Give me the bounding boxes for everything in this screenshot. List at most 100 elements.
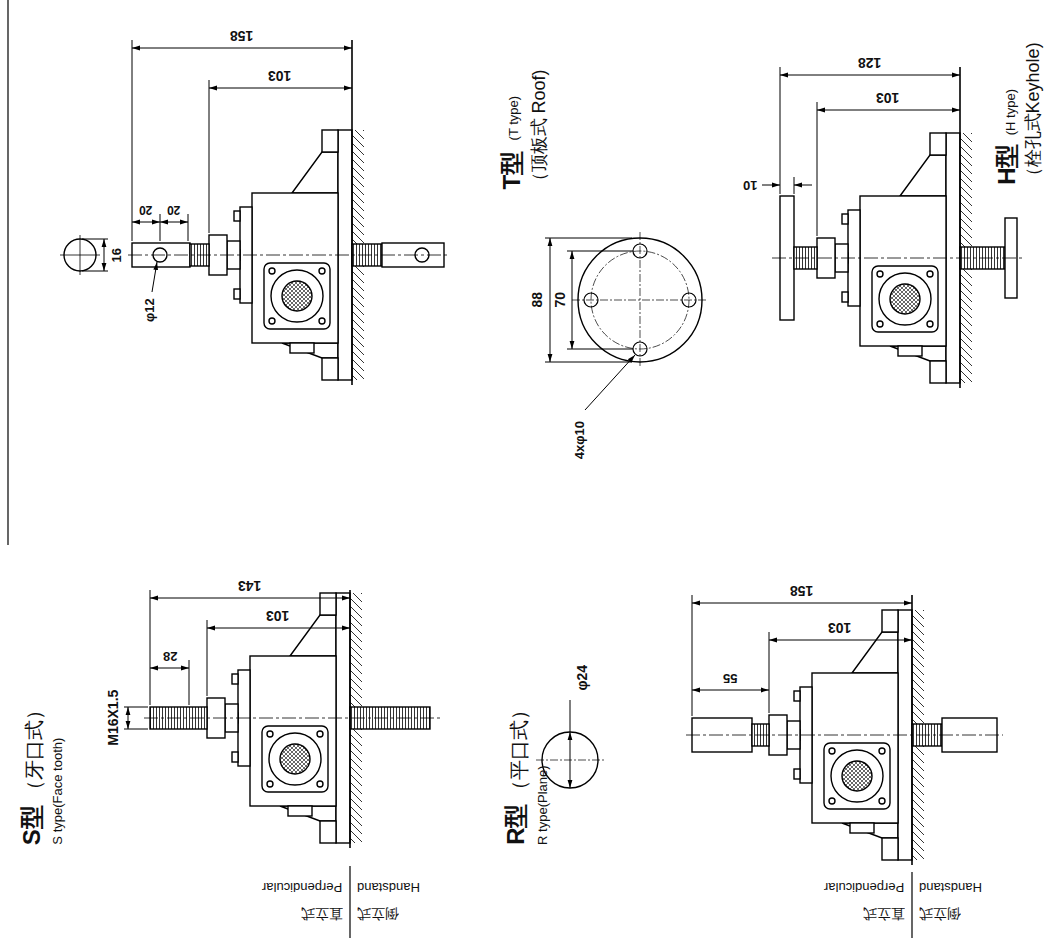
dimension-line [570,700,571,732]
extension-line [189,660,190,705]
dimension-text: 10 [743,178,757,192]
extension-line [82,239,108,240]
extension-line [160,214,161,241]
type-title: R型 [504,804,530,845]
dimension-text: 28 [163,649,177,663]
dimension-text: 103 [876,90,899,105]
type-title: H型 [995,144,1021,185]
dimension-line [550,238,551,362]
dimension-text: 20 [139,203,152,216]
center-line [640,232,641,368]
extension-line [769,632,770,713]
center-line [772,258,1023,259]
extension-line [82,271,108,272]
dimensions [124,590,350,938]
mount-surface [351,40,353,385]
dimension-text: 103 [828,620,851,635]
type-english: (T type) [507,95,521,140]
type-subtitle: （牙口式） [23,700,45,800]
dimension-text: 88 [530,292,545,308]
mount-divider [349,866,350,938]
leader-line [585,355,635,410]
dimension-line [209,88,352,89]
mount-label: Perpendicular [824,880,904,894]
dimension-text: 16 [110,248,124,262]
extension-line [692,595,693,716]
extension-line [817,102,818,236]
type-english: R type(Plane) [536,766,550,845]
dimension-line [692,603,912,604]
dimension-text: 158 [230,28,253,43]
type-subtitle: （平口式） [508,700,530,800]
type-english: S type(Face tooth) [51,738,65,845]
dimension-line [762,185,780,186]
mount-label: 倒立式 [357,906,399,921]
mount-surface [911,595,913,865]
dimensions [60,40,352,385]
dimension-line [780,75,960,76]
dimension-text: 20 [167,203,180,216]
thread-spec: M16X1.5 [106,690,121,746]
dimension-line [132,222,160,223]
dimension-line [150,598,350,599]
screw-jack [772,133,1023,383]
mount-label: 直立式 [863,906,905,921]
hole-spec: 4xφ10 [573,421,587,459]
extension-line [132,40,133,241]
type-subtitle: （顶板式 Roof) [530,69,550,190]
extension-line [150,590,151,705]
dimension-line [692,690,769,691]
dimension-line [769,640,912,641]
extension-line [209,80,210,233]
diameter-text: φ24 [575,665,590,691]
center-line [686,735,1003,736]
dimension-line [160,222,188,223]
dimension-line [150,668,189,669]
leader-line [152,262,157,292]
dimension-line [132,48,352,49]
bolt-hole [682,293,696,307]
cross-line [80,235,81,275]
mount-label: Perpendicular [262,880,342,894]
dimensions [536,595,912,938]
dimension-line [570,732,571,788]
dimension-text: 103 [268,68,291,83]
dimensions [545,67,960,410]
dimension-text: 158 [790,583,813,598]
extension-line [188,214,189,241]
mount-label: 倒立式 [919,906,961,921]
diameter-text: φ12 [143,298,157,322]
mount-surface [959,67,961,388]
type-subtitle: （栓孔式Keyhole) [1024,42,1044,185]
screw-jack [128,130,450,380]
extension-line [794,177,795,194]
type-title: S型 [19,805,45,845]
dimension-line [794,185,812,186]
dimension-text: 128 [858,55,881,70]
type-title: T型 [499,151,525,190]
dimension-text: 70 [553,292,568,308]
type-english: (H type) [1004,89,1018,135]
extension-line [124,707,148,708]
extension-line [545,362,632,363]
dimension-line [207,628,350,629]
extension-line [207,620,208,696]
extension-line [567,251,633,252]
center-line [128,255,450,256]
dimension-text: 55 [723,671,737,685]
dimension-line [817,110,960,111]
mount-surface [349,590,351,848]
extension-line [545,238,632,239]
mount-label: 直立式 [301,906,343,921]
bolt-hole [584,293,598,307]
screw-jack [686,610,1003,860]
mount-divider [911,872,912,938]
bolt-hole [633,244,647,258]
dimension-line [572,251,573,349]
dimension-text: 103 [266,608,289,623]
center-line [144,718,440,719]
dimension-text: 143 [238,578,261,593]
mount-label: Handstand [357,880,420,894]
